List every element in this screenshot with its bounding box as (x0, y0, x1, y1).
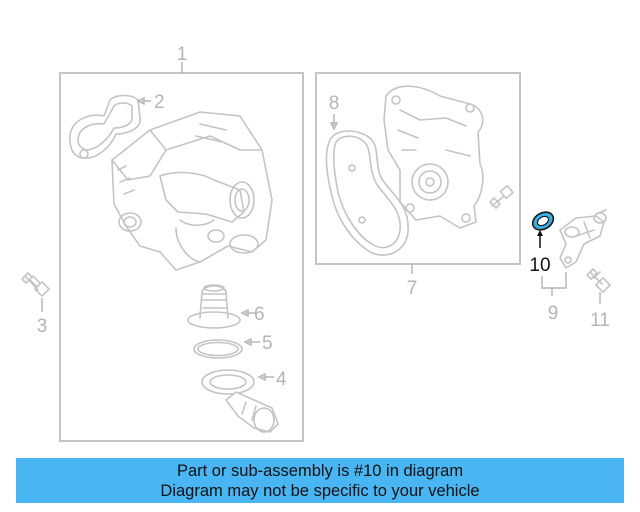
bolt-part-11[interactable] (586, 268, 611, 293)
callout-11[interactable]: 11 (590, 310, 610, 331)
callout-5[interactable]: 5 (262, 333, 273, 354)
water-pump-body (383, 85, 484, 229)
callout-10[interactable]: 10 (529, 255, 550, 276)
info-banner: Part or sub-assembly is #10 in diagram D… (16, 458, 624, 503)
thermostat-part-6[interactable] (187, 284, 241, 329)
o-ring-part-5[interactable] (193, 339, 243, 359)
banner-line-1: Part or sub-assembly is #10 in diagram (176, 461, 464, 480)
coolant-fitting-part-9[interactable] (559, 209, 607, 269)
callout-9[interactable]: 9 (548, 303, 559, 324)
callout-3[interactable]: 3 (37, 316, 48, 337)
pump-gasket-part-8[interactable] (325, 130, 409, 256)
callout-6[interactable]: 6 (254, 304, 265, 325)
callout-2[interactable]: 2 (154, 92, 165, 113)
callout-8[interactable]: 8 (329, 93, 340, 114)
pump-bolt (489, 184, 514, 209)
group-box-7 (315, 72, 521, 265)
callout-7[interactable]: 7 (407, 278, 418, 299)
callout-1[interactable]: 1 (177, 44, 188, 65)
water-pump-housing-part-1[interactable] (111, 111, 273, 271)
seal-ring-part-10[interactable] (529, 209, 556, 234)
banner-line-2: Diagram may not be specific to your vehi… (160, 481, 480, 500)
thermostat-cover-part-4[interactable] (201, 369, 279, 433)
callout-4[interactable]: 4 (276, 369, 287, 390)
bolt-part-3[interactable] (21, 272, 50, 297)
gasket-part-2[interactable] (69, 94, 141, 159)
